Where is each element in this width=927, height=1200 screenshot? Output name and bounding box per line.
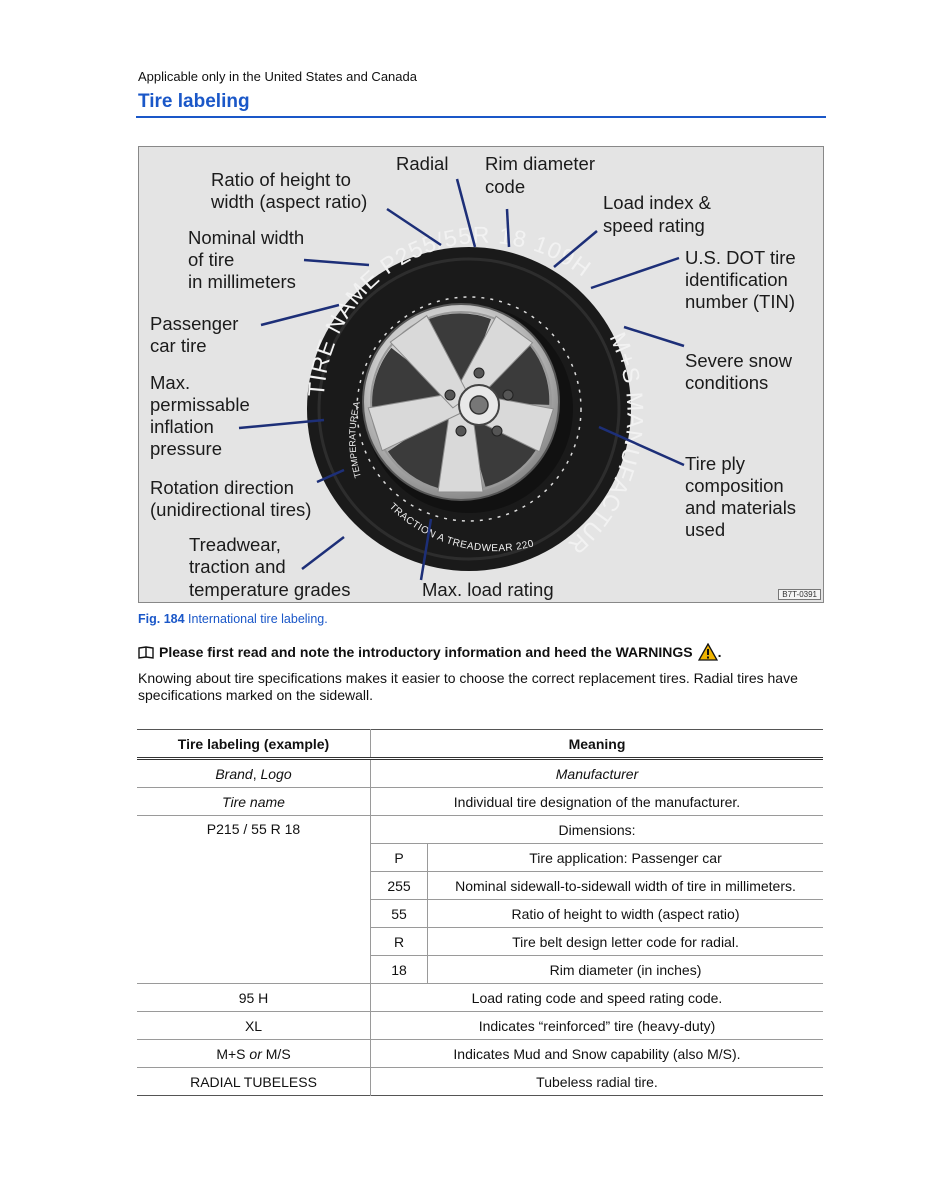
notice-end: . (717, 644, 722, 660)
table-row: RADIAL TUBELESS Tubeless radial tire. (137, 1067, 823, 1096)
label-max-load: Max. load rating (422, 579, 554, 600)
label-passenger: Passenger (150, 313, 238, 334)
label-dot-3: number (TIN) (685, 291, 795, 312)
cell-label: XL (137, 1011, 371, 1040)
label-snow: Severe snow (685, 350, 793, 371)
cell-label: M+S or M/S (137, 1039, 371, 1068)
label-max-pressure-3: inflation (150, 416, 214, 437)
label-treadwear-3: temperature grades (189, 579, 350, 600)
label-rotation-2: (unidirectional tires) (150, 499, 311, 520)
sub-meaning: Ratio of height to width (aspect ratio) (511, 905, 740, 922)
table-row: P215 / 55 R 18 Dimensions: (137, 815, 823, 984)
tire-illustration: TIRE NAME P255/55R 18 109H M+S MANUFACTU… (139, 147, 796, 600)
rim-spokes (367, 314, 555, 493)
sub-meaning: Tire belt design letter code for radial. (512, 933, 739, 950)
sub-meaning: Tire application: Passenger car (529, 849, 722, 866)
cell-label: 95 H (137, 983, 371, 1012)
table-row: Brand, Logo Manufacturer (137, 758, 823, 788)
figure-caption-text: International tire labeling. (188, 612, 328, 626)
header-meaning: Meaning (568, 735, 626, 752)
table-row: XL Indicates “reinforced” tire (heavy-du… (137, 1011, 823, 1040)
cell-meaning: Indicates “reinforced” tire (heavy-duty) (478, 1017, 716, 1034)
sub-code: 255 (370, 871, 428, 900)
label-nominal-3: in millimeters (188, 271, 296, 292)
label-ply-3: and materials (685, 497, 796, 518)
label-rim-diameter: Rim diameter (485, 153, 595, 174)
sub-code: 55 (370, 899, 428, 928)
label-radial: Radial (396, 153, 448, 174)
figure-code: B7T-0391 (778, 589, 821, 600)
cell-meaning: Indicates Mud and Snow capability (also … (453, 1045, 741, 1062)
table-subrow: 18 Rim diameter (in inches) (137, 955, 823, 984)
label-load-index: Load index & (603, 192, 712, 213)
label-load-index-2: speed rating (603, 215, 705, 236)
table-row: M+S or M/S Indicates Mud and Snow capabi… (137, 1039, 823, 1068)
label-ply-4: used (685, 519, 725, 540)
label-treadwear: Treadwear, (189, 534, 281, 555)
label-ply: Tire ply (685, 453, 746, 474)
sub-meaning: Rim diameter (in inches) (549, 961, 702, 978)
sub-code: 18 (370, 955, 428, 984)
label-max-pressure-2: permissable (150, 394, 250, 415)
tire-figure: TIRE NAME P255/55R 18 109H M+S MANUFACTU… (138, 146, 824, 603)
applicability-note: Applicable only in the United States and… (138, 69, 417, 84)
label-ratio: Ratio of height to (211, 169, 351, 190)
cell-meaning: Individual tire designation of the manuf… (453, 793, 741, 810)
book-icon (138, 645, 154, 659)
label-nominal-2: of tire (188, 249, 234, 270)
notice-text: Please first read and note the introduct… (159, 644, 693, 660)
warning-icon[interactable] (697, 643, 718, 661)
sub-code: P (370, 843, 428, 872)
label-passenger-2: car tire (150, 335, 207, 356)
cell-meaning: Load rating code and speed rating code. (471, 989, 723, 1006)
table-header-row: Tire labeling (example) Meaning (137, 729, 823, 759)
label-ratio-2: width (aspect ratio) (210, 191, 367, 212)
label-rotation: Rotation direction (150, 477, 294, 498)
table-row: Tire name Individual tire designation of… (137, 787, 823, 816)
label-rim-diameter-2: code (485, 176, 525, 197)
table-row: 95 H Load rating code and speed rating c… (137, 983, 823, 1012)
table-subrow: P Tire application: Passenger car (137, 843, 823, 872)
figure-caption: Fig. 184 International tire labeling. (138, 612, 328, 626)
section-title: Tire labeling (138, 91, 250, 112)
pointer-lines (238, 178, 685, 581)
tire-labeling-table: Tire labeling (example) Meaning Brand, L… (137, 729, 823, 1096)
label-ply-2: composition (685, 475, 784, 496)
sub-code: R (370, 927, 428, 956)
label-nominal: Nominal width (188, 227, 304, 248)
figure-number: Fig. 184 (138, 612, 185, 626)
cell-label: Tire name (137, 787, 371, 816)
title-rule (136, 116, 826, 118)
table-subrow: 255 Nominal sidewall-to-sidewall width o… (137, 871, 823, 900)
label-max-pressure: Max. (150, 372, 190, 393)
warning-notice: Please first read and note the introduct… (138, 643, 722, 661)
cell-meaning: Dimensions: (558, 821, 636, 838)
sub-meaning: Nominal sidewall-to-sidewall width of ti… (455, 877, 796, 894)
cell-label: RADIAL TUBELESS (137, 1067, 371, 1096)
label-snow-2: conditions (685, 372, 768, 393)
intro-paragraph: Knowing about tire specifications makes … (138, 670, 798, 703)
cell-label: P215 / 55 R 18 (137, 815, 371, 984)
table-subrow: R Tire belt design letter code for radia… (137, 927, 823, 956)
lug-nuts (444, 367, 514, 437)
label-treadwear-2: traction and (189, 556, 286, 577)
label-max-pressure-4: pressure (150, 438, 222, 459)
label-dot-2: identification (685, 269, 788, 290)
table-subrow: 55 Ratio of height to width (aspect rati… (137, 899, 823, 928)
header-labeling: Tire labeling (example) (137, 729, 371, 759)
cell-meaning: Manufacturer (555, 765, 639, 782)
label-dot: U.S. DOT tire (685, 247, 796, 268)
cell-label: Brand, Logo (137, 758, 371, 788)
cell-meaning: Tubeless radial tire. (536, 1073, 658, 1090)
